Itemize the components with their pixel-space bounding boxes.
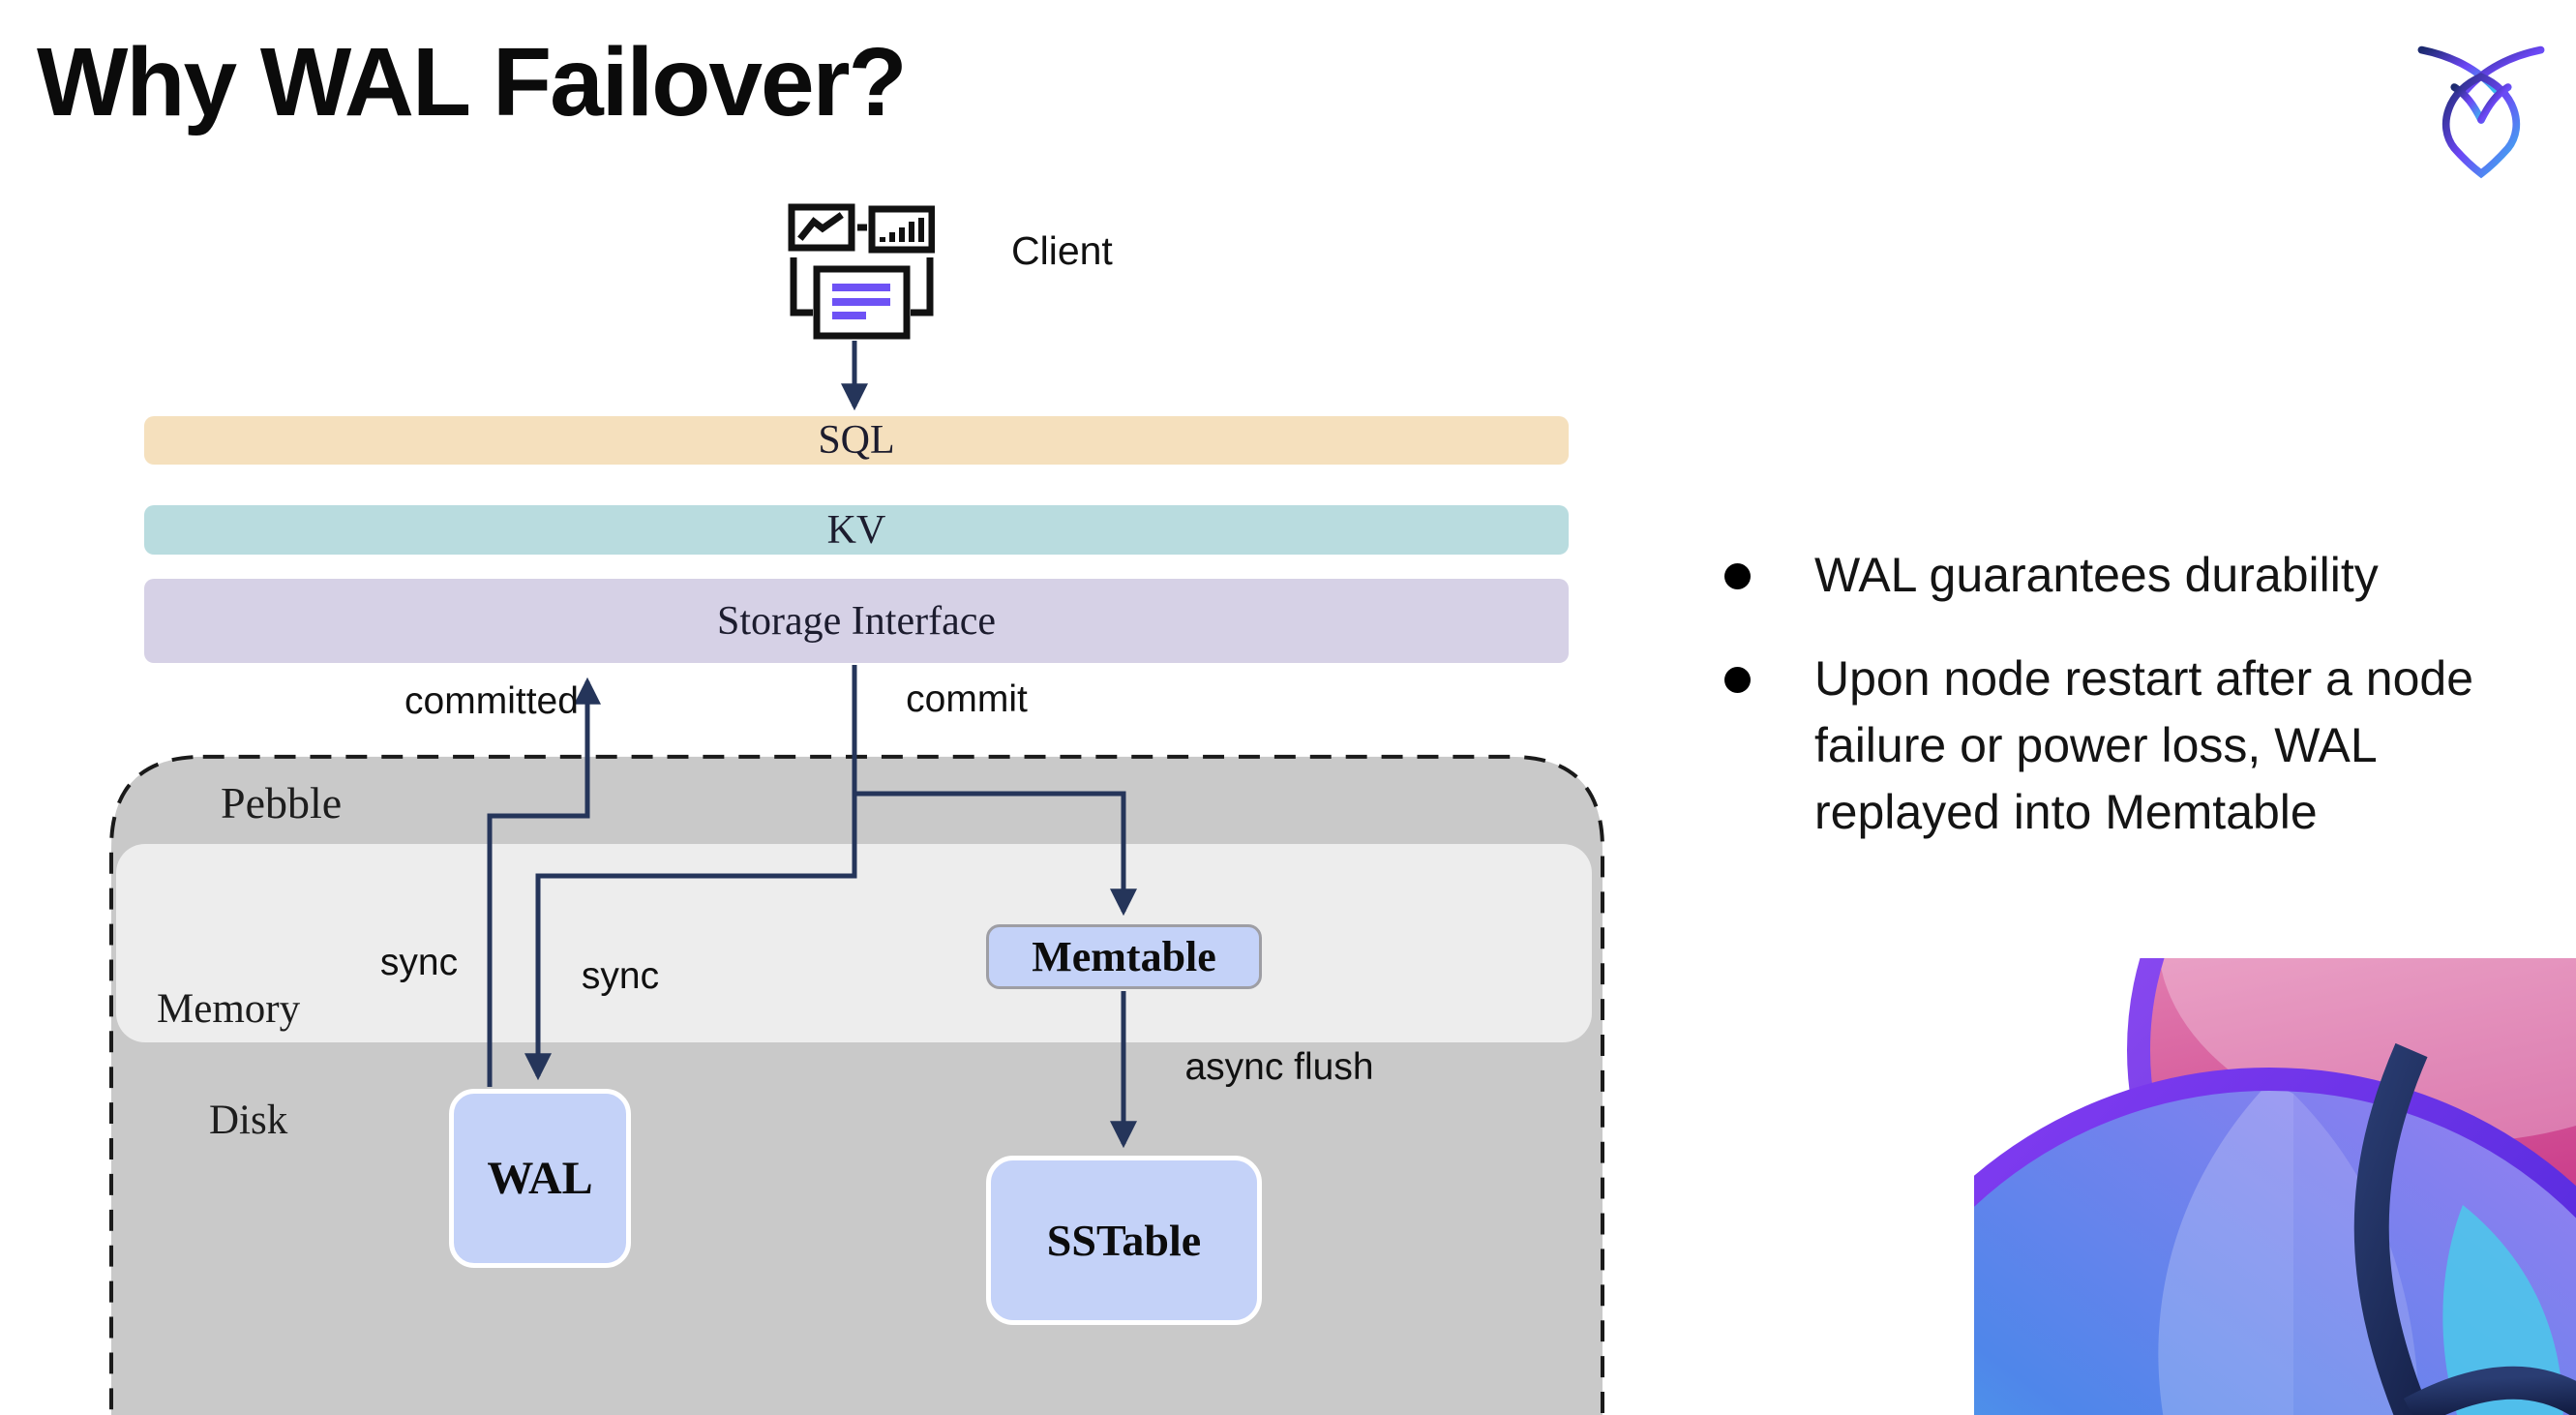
- memory-label: Memory: [157, 986, 301, 1032]
- client-label: Client: [1011, 228, 1113, 273]
- client-workstation-icon: [788, 203, 935, 340]
- bullet-dot: [1724, 667, 1751, 693]
- layer-label-kv: KV: [826, 507, 886, 553]
- sstable-label: SSTable: [1046, 1216, 1202, 1265]
- list-item: WAL guarantees durability: [1724, 542, 2547, 609]
- layer-bar-storage-interface: Storage Interface: [144, 579, 1569, 663]
- wal-label: WAL: [487, 1153, 593, 1204]
- memtable-box: Memtable: [986, 924, 1262, 989]
- bullet-dot: [1724, 563, 1751, 589]
- list-item: Upon node restart after a node failure o…: [1724, 646, 2547, 846]
- disk-label: Disk: [209, 1098, 288, 1143]
- wal-box: WAL: [449, 1089, 631, 1268]
- sync-right-edge-label: sync: [581, 955, 660, 997]
- layer-bar-sql: SQL: [144, 416, 1569, 465]
- async-flush-edge-label: async flush: [1184, 1046, 1374, 1088]
- commit-edge-label: commit: [906, 678, 1028, 720]
- pebble-label: Pebble: [221, 778, 343, 828]
- brand-artwork: [1974, 958, 2576, 1415]
- memtable-label: Memtable: [1032, 933, 1216, 980]
- committed-edge-label: committed: [404, 680, 579, 722]
- page-title: Why WAL Failover?: [37, 28, 908, 136]
- memory-band: [116, 844, 1592, 1042]
- sstable-box: SSTable: [986, 1156, 1262, 1325]
- sync-left-edge-label: sync: [379, 942, 459, 983]
- bullet-text-2: Upon node restart after a node failure o…: [1814, 651, 2474, 839]
- bullet-list: WAL guarantees durability Upon node rest…: [1724, 542, 2547, 883]
- cockroachdb-logo-icon: [2417, 45, 2545, 179]
- layer-label-sql: SQL: [818, 418, 895, 463]
- layer-bar-kv: KV: [144, 505, 1569, 555]
- bullet-text-1: WAL guarantees durability: [1814, 548, 2379, 602]
- layer-label-storage-interface: Storage Interface: [717, 598, 996, 644]
